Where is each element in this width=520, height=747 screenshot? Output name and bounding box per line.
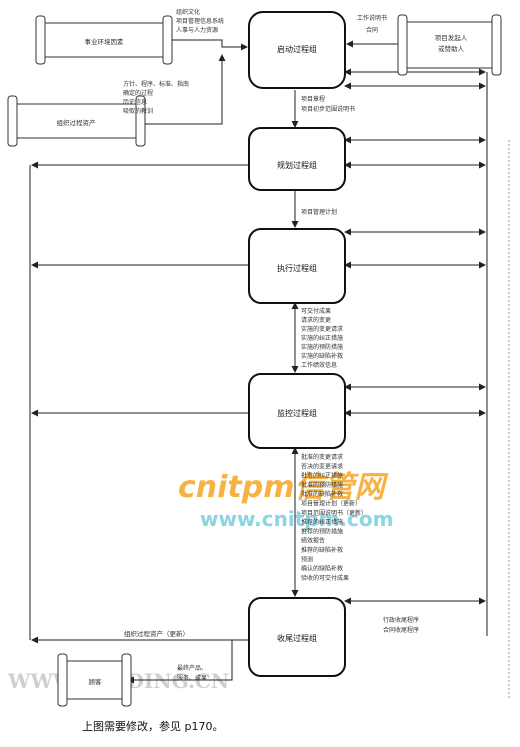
closure-procedure-line: 行政收尾程序 (383, 616, 419, 624)
closing-title: 收尾过程组 (277, 633, 317, 643)
exec-mc-line: 实施的纠正措施 (301, 334, 343, 342)
executing-title: 执行过程组 (277, 263, 317, 273)
exec-mc-line: 实施的缺陷补救 (301, 352, 343, 360)
final-product-line: 服务、成果 (177, 674, 207, 682)
mc-to-close-labels: 批准的变更请求否决的变更请求批准的纠正措施批准的预防措施批准的缺陷补救项目管理计… (301, 453, 367, 582)
closure-procedure-line: 合同收尾程序 (383, 626, 419, 634)
mc-to-close-line: 绩效报告 (301, 537, 325, 545)
org-assets-update-label: 组织过程资产（更新） (124, 629, 189, 638)
exec-mc-line: 实施的变更请求 (301, 325, 343, 333)
init-to-plan-line: 项目章程 (301, 95, 325, 103)
enterprise-env-scroll: 事业环境因素 (35, 15, 173, 65)
mc-to-close-line: 推荐的缺陷补救 (301, 546, 343, 554)
mc-to-close-line: 批准的变更请求 (301, 453, 343, 461)
mc-to-close-line: 推荐的纠正措施 (301, 518, 343, 526)
planning-title: 规划过程组 (277, 160, 317, 170)
mc-to-close-line: 批准的缺陷补救 (301, 490, 343, 498)
plan-to-exec-line: 项目管理计划 (301, 208, 337, 216)
exec-mc-line: 请求的变更 (301, 316, 331, 324)
initiating-box[interactable]: 启动过程组 (248, 11, 346, 89)
env-to-init-arrow (167, 39, 248, 51)
monitoring-title: 监控过程组 (277, 408, 317, 418)
exec-mc-line: 工作绩效信息 (301, 361, 337, 369)
enterprise-env-label: 事业环境因素 (85, 37, 125, 46)
final-product-labels: 最终产品、服务、成果 (177, 664, 207, 682)
brand-watermark: cnitpm信管网 (178, 470, 388, 505)
executing-box[interactable]: 执行过程组 (248, 228, 346, 304)
org-assets-in-line: 方针、程序、标准、指南 (123, 80, 189, 88)
org-assets-in-line: 历史信息 (123, 98, 147, 106)
exec-mc-line: 实施的预防措施 (301, 343, 343, 351)
closing-box[interactable]: 收尾过程组 (248, 597, 346, 677)
org-assets-in-line: 吸取的教训 (123, 107, 153, 115)
org-assets-in-line: 确定的过程 (123, 89, 153, 97)
exec-mc-labels: 可交付成果请求的变更实施的变更请求实施的纠正措施实施的预防措施实施的缺陷补救工作… (301, 307, 343, 369)
sponsor-in-line: 工作说明书 (357, 14, 387, 22)
sponsor-in-line: 合同 (366, 26, 378, 34)
mc-to-close-line: 推荐的预防措施 (301, 527, 343, 535)
close-to-customer-arrow (127, 639, 249, 684)
mc-to-close-line: 批准的纠正措施 (301, 472, 343, 480)
org-assets-scroll: 组织过程资产 (7, 95, 146, 147)
monitoring-box[interactable]: 监控过程组 (248, 373, 346, 449)
env-factors-line: 组织文化 (176, 8, 200, 16)
mc-to-close-line: 批准的预防措施 (301, 481, 343, 489)
mc-to-close-line: 项目范围说明书（更新） (301, 509, 367, 517)
sponsor-label-1: 项目发起人 (435, 33, 468, 42)
mc-to-close-line: 验收的可交付成果 (301, 574, 349, 582)
final-product-line: 最终产品、 (177, 664, 207, 672)
initiating-title: 启动过程组 (277, 44, 317, 54)
customer-scroll: 顾客 (57, 653, 132, 707)
mc-to-close-line: 确认的缺陷补救 (301, 565, 343, 573)
env-factors-line: 人事与人力资源 (176, 26, 218, 34)
sponsor-label-2: 或赞助人 (438, 44, 465, 53)
plan-to-exec-labels: 项目管理计划 (301, 208, 337, 216)
planning-box[interactable]: 规划过程组 (248, 127, 346, 191)
init-to-plan-line: 项目初步范围说明书 (301, 105, 355, 113)
sponsor-scroll: 项目发起人 或赞助人 (397, 14, 502, 76)
customer-label: 顾客 (89, 677, 103, 686)
mc-to-close-line: 预测 (301, 555, 313, 563)
org-assets-label: 组织过程资产 (57, 118, 97, 127)
mc-to-close-line: 否决的变更请求 (301, 462, 343, 470)
exec-mc-line: 可交付成果 (301, 307, 331, 315)
env-factors-line: 项目管理信息系统 (176, 17, 224, 25)
mc-to-close-line: 项目管理计划（更新） (301, 500, 361, 508)
caption: 上图需要修改，参见 p170。 (82, 720, 224, 733)
